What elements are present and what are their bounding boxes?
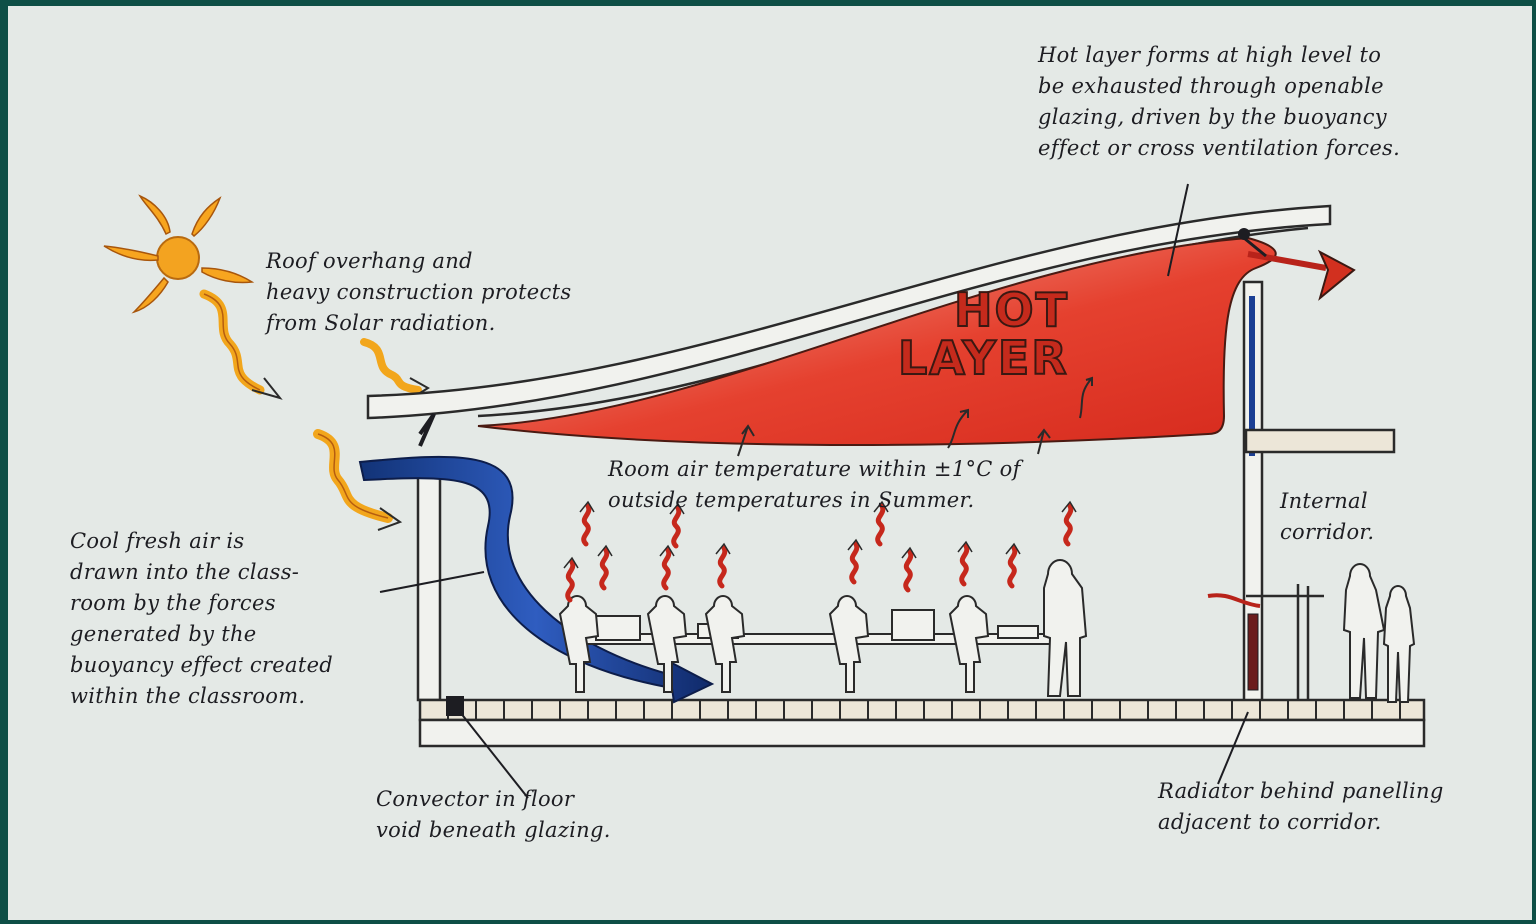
- hot-layer-label-line2: LAYER: [898, 331, 1069, 385]
- cool-air-annotation: Cool fresh air is drawn into the class- …: [70, 526, 420, 712]
- heat-squiggle: [852, 544, 857, 582]
- solar-ray-arrow: [318, 434, 400, 530]
- heat-squiggle: [664, 550, 669, 588]
- convector-annotation: Convector in floor void beneath glazing.: [376, 784, 676, 846]
- roof-overhang-annotation: Roof overhang and heavy construction pro…: [266, 246, 636, 339]
- heat-squiggle: [720, 548, 725, 586]
- heat-squiggle: [1010, 548, 1015, 586]
- room-temperature-annotation: Room air temperature within ±1°C of outs…: [608, 454, 1108, 516]
- heat-squiggle: [568, 562, 573, 600]
- corridor-figures: [1044, 560, 1414, 702]
- hot-layer-label-line1: HOT: [954, 283, 1069, 337]
- heat-squiggle: [906, 552, 911, 590]
- heat-squiggle: [584, 506, 589, 544]
- hot-layer-annotation: Hot layer forms at high level to be exha…: [1038, 40, 1508, 164]
- solar-ray-arrow: [364, 342, 428, 398]
- radiator-annotation: Radiator behind panelling adjacent to co…: [1158, 776, 1532, 838]
- heat-squiggle: [602, 550, 607, 588]
- corridor-annotation: Internal corridor.: [1280, 486, 1440, 548]
- heat-squiggle: [962, 546, 967, 584]
- desks: [568, 610, 1068, 644]
- diagram-frame: HOT LAYER: [8, 6, 1532, 920]
- body-heat-arrows: [564, 502, 1076, 600]
- sun-icon: [104, 196, 252, 312]
